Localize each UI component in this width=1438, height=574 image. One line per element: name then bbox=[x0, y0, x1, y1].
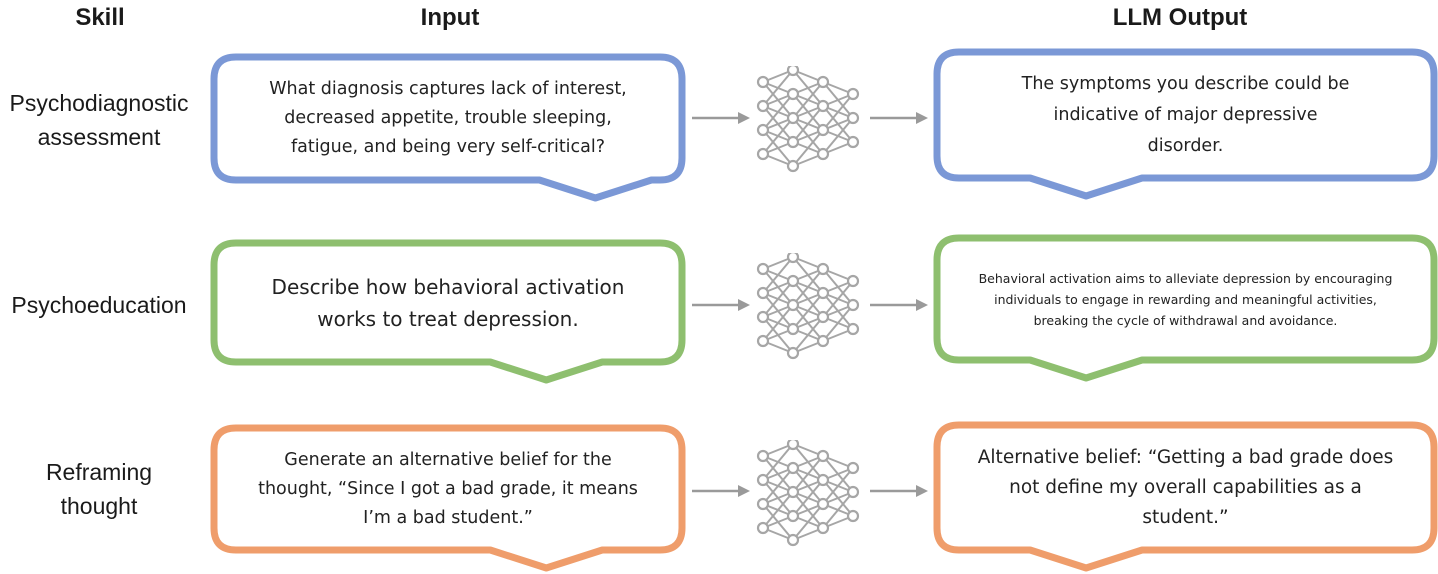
bubble-border bbox=[933, 48, 1438, 200]
skill-label-reframing: Reframing thought bbox=[0, 455, 198, 523]
skill-label-line: Psychoeducation bbox=[11, 292, 187, 318]
header-input: Input bbox=[420, 4, 480, 31]
bubble-border bbox=[210, 53, 686, 202]
bubble-outline bbox=[933, 234, 1438, 382]
right-arrow-icon bbox=[870, 110, 930, 131]
input-bubble-psychodiagnostic: What diagnosis captures lack of interest… bbox=[210, 53, 686, 202]
output-bubble-psychoeducation: Behavioral activation aims to alleviate … bbox=[933, 234, 1438, 382]
skill-label-psychoeducation: Psychoeducation bbox=[0, 288, 198, 322]
skill-label-psychodiagnostic: Psychodiagnostic assessment bbox=[0, 86, 198, 154]
header-skill: Skill bbox=[75, 4, 125, 31]
right-arrow-icon bbox=[692, 483, 752, 504]
output-bubble-reframing: Alternative belief: “Getting a bad grade… bbox=[933, 421, 1438, 572]
neural-network-icon bbox=[755, 437, 865, 553]
bubble-border bbox=[210, 424, 686, 572]
input-text: Generate an alternative belief for the t… bbox=[258, 449, 638, 528]
output-text: Alternative belief: “Getting a bad grade… bbox=[977, 446, 1394, 528]
input-text: Describe how behavioral activation works… bbox=[271, 274, 625, 331]
neural-network-icon bbox=[755, 63, 865, 179]
right-arrow-icon bbox=[692, 110, 752, 131]
input-bubble-psychoeducation: Describe how behavioral activation works… bbox=[210, 239, 686, 384]
right-arrow-icon bbox=[870, 483, 930, 504]
bubble-outline bbox=[210, 53, 686, 202]
bubble-outline bbox=[933, 48, 1438, 200]
bubble-outline bbox=[210, 424, 686, 572]
input-bubble-reframing: Generate an alternative belief for the t… bbox=[210, 424, 686, 572]
bubble-outline bbox=[210, 239, 686, 384]
output-bubble-psychodiagnostic: The symptoms you describe could be indic… bbox=[933, 48, 1438, 200]
skill-label-line: assessment bbox=[37, 124, 161, 150]
bubble-border bbox=[210, 239, 686, 384]
input-text: What diagnosis captures lack of interest… bbox=[269, 79, 627, 157]
output-text: Behavioral activation aims to alleviate … bbox=[978, 270, 1393, 328]
skill-label-line: Psychodiagnostic bbox=[9, 90, 189, 116]
neural-network-icon bbox=[755, 250, 865, 366]
skill-label-line: Reframing bbox=[45, 459, 153, 485]
header-llm-output: LLM Output bbox=[1112, 4, 1248, 31]
bubble-border bbox=[933, 234, 1438, 382]
bubble-border bbox=[933, 421, 1438, 572]
output-text: The symptoms you describe could be indic… bbox=[1021, 73, 1350, 156]
skill-label-line: thought bbox=[60, 493, 138, 519]
right-arrow-icon bbox=[692, 297, 752, 318]
right-arrow-icon bbox=[870, 297, 930, 318]
bubble-outline bbox=[933, 421, 1438, 572]
